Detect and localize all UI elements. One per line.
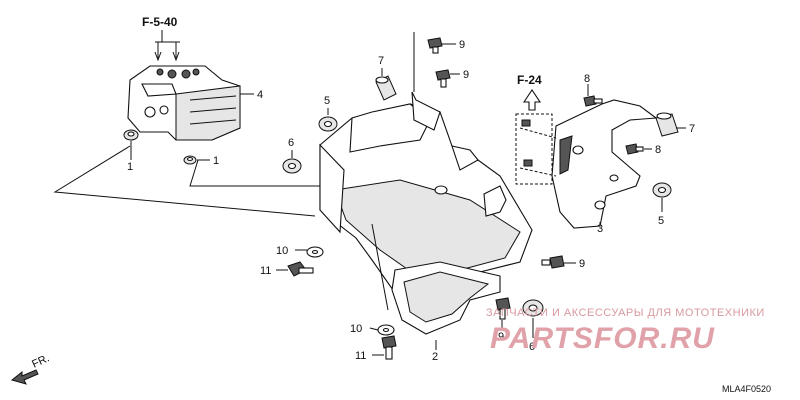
ref-f24-leader-lower [519,167,557,177]
ref-f24-label: F-24 [517,73,542,87]
callout-9-mid: 9 [463,69,469,81]
bolt-9-top [427,37,443,54]
ref-f24[interactable]: F-24 [515,73,557,185]
callout-1-b: 1 [213,155,219,167]
watermark-brand: PARTSFOR.RU [490,322,715,355]
bolt-11-bottom [381,335,397,360]
bolt-9-mid [435,69,451,88]
callout-5-right: 5 [658,215,664,227]
bolt-8-top [583,95,603,107]
ref-f540-arrowhead-right [172,51,180,62]
callout-9-bottom: 9 [498,331,504,343]
ref-f24-bolt-upper [521,119,531,127]
bolt-8-mid [625,143,644,155]
callout-10-bottom: 10 [350,323,362,335]
callout-numbers: 1 1 2 3 4 5 5 6 6 7 7 8 8 9 9 9 9 10 10 … [127,39,695,363]
callout-9-top: 9 [459,39,465,51]
callout-8-mid: 8 [655,144,661,156]
grommet-6-left [282,158,302,174]
callout-7-right: 7 [689,123,695,135]
callout-6-bottom: 6 [529,341,535,353]
callout-5-left: 5 [324,95,330,107]
ref-f24-arrow [522,89,542,111]
callout-3: 3 [597,223,603,235]
grommet-5-right [652,182,672,198]
grommet-5-left [318,116,338,132]
side-bracket [551,99,658,229]
damper-7-right [655,112,679,137]
bolt-9-right [541,255,565,269]
watermark-tagline: ЗАПЧАСТИ И АКСЕССУАРЫ ДЛЯ МОТОТЕХНИКИ [486,307,765,319]
leader-modulator-grommet [189,159,330,187]
arrow-front-icon [10,369,39,385]
ref-f24-bolt-lower [523,159,533,167]
callout-11-bottom: 11 [355,350,366,362]
damper-7-left [375,75,397,101]
bolt-9-bottom [495,297,511,320]
callout-10-left: 10 [276,245,288,257]
grommet-6-bottom [522,299,544,317]
callout-7-left: 7 [378,55,384,67]
watermark: ЗАПЧАСТИ И АКСЕССУАРЫ ДЛЯ МОТОТЕХНИКИ PA… [486,307,765,355]
callout-2: 2 [432,351,438,363]
callout-6-left: 6 [288,137,294,149]
callout-8-top: 8 [584,73,590,85]
grommet-upper [123,129,139,141]
ref-f24-box [515,113,553,185]
bolt-11-left [287,261,314,277]
abs-modulator [127,65,241,141]
ref-f24-leader-upper [519,127,557,139]
leader-modulator-lower [53,145,316,217]
washer-10-left [306,246,324,258]
leader-lines [130,32,686,356]
callout-4: 4 [257,89,263,101]
direction-indicator: FR. [10,352,51,385]
grommet-lower [183,155,197,165]
callout-9-right: 9 [579,258,585,270]
main-bracket [319,91,533,301]
ref-f540-arrowhead-left [154,51,162,62]
ref-f540-label: F-5-40 [142,15,178,29]
ref-f540[interactable]: F-5-40 [142,15,180,62]
callout-11-left: 11 [260,265,271,277]
washer-10-bottom [377,324,395,336]
callout-1-a: 1 [127,161,133,173]
diagram-code: MLA4F0520 [722,384,771,394]
direction-label: FR. [30,352,51,370]
lower-cover [391,261,501,335]
